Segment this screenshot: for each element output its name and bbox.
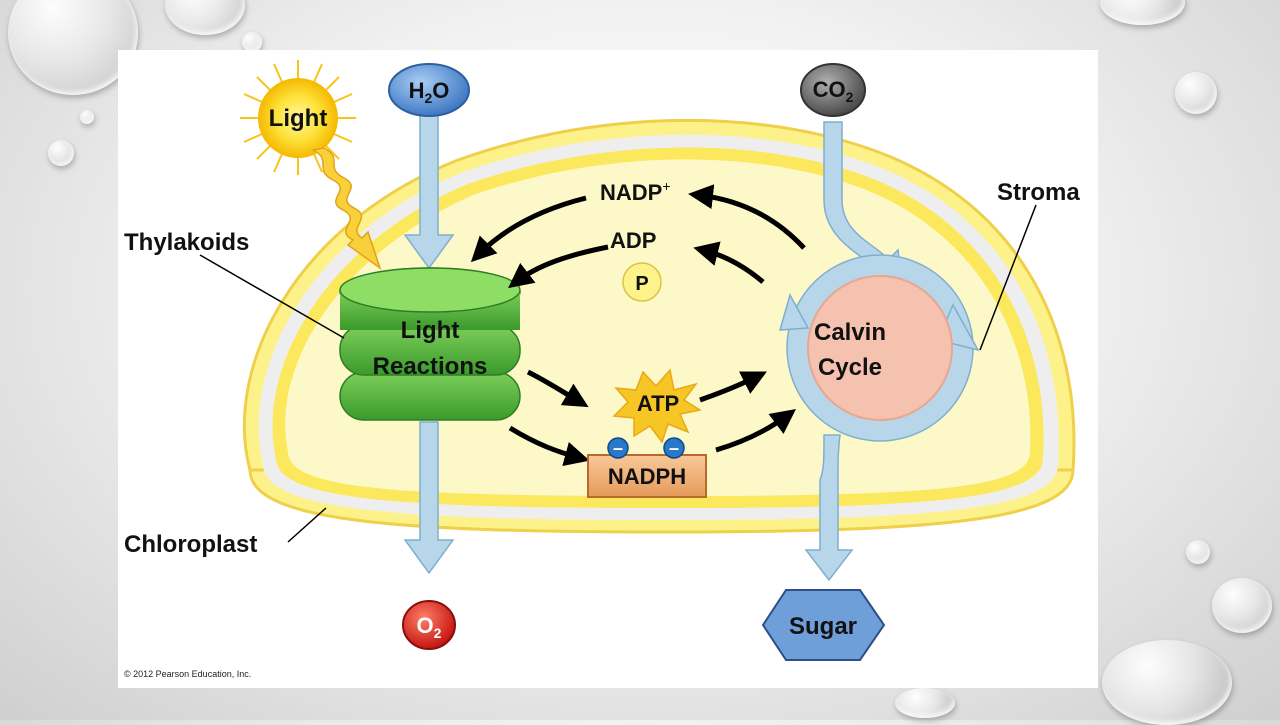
water-droplet-decoration [1212,578,1272,633]
oxygen-label: O2 [417,613,442,641]
calvin-cycle-core [807,275,953,421]
adp-label: ADP [610,228,656,253]
chloroplast-label: Chloroplast [124,531,257,558]
copyright-notice: © 2012 Pearson Education, Inc. [124,669,252,679]
nadph-box [587,437,707,498]
atp-label: ATP [637,391,679,416]
water-molecule [388,63,470,117]
light-label: Light [269,105,328,132]
atp-starburst [612,368,702,444]
thylakoid-stack [339,267,521,421]
oxygen-molecule [402,600,456,650]
water-droplet-decoration [48,140,74,166]
stroma-label: Stroma [997,179,1080,206]
thylakoids-label: Thylakoids [124,229,249,256]
water-droplet-decoration [165,0,245,35]
sun-icon [240,60,356,175]
electron-icon [607,437,629,459]
phosphate-label: P [635,273,648,295]
sugar-hexagon [761,589,886,661]
electron-sign-label: – [613,438,623,458]
light-reactions-line2: Reactions [373,353,488,380]
sugar-output-arrow [804,434,854,582]
co2-label: CO2 [813,77,854,105]
diagram-canvas: Light H2O CO2 O2 Sugar Thylakoids Stroma… [124,60,1080,661]
water-droplet-decoration [1100,0,1185,25]
nadp-plus-label: NADP+ [600,178,671,205]
calvin-cycle-ring [778,254,980,442]
water-label: H2O [409,78,450,106]
sugar-label: Sugar [789,613,857,640]
water-input-arrow [403,111,455,270]
nadph-label: NADPH [608,464,686,489]
water-droplet-decoration [1186,540,1210,564]
oxygen-output-arrow [403,421,455,575]
water-droplet-decoration [895,688,955,718]
co2-molecule [800,63,866,117]
electron-sign-label: – [669,438,679,458]
calvin-cycle-line1: Calvin [814,319,886,346]
water-droplet-decoration [80,110,94,124]
calvin-cycle-line2: Cycle [818,354,882,381]
water-droplet-decoration [1175,72,1217,114]
light-reactions-line1: Light [401,317,460,344]
photosynthesis-diagram: Light H2O CO2 O2 Sugar Thylakoids Stroma… [118,50,1098,688]
flow-arrows [470,184,806,467]
water-droplet-decoration [242,32,262,52]
label-pointers [199,204,1037,543]
phosphate-circle [622,262,662,302]
electron-icon [663,437,685,459]
light-energy-arrow [310,147,382,270]
water-droplet-decoration [1102,640,1232,725]
